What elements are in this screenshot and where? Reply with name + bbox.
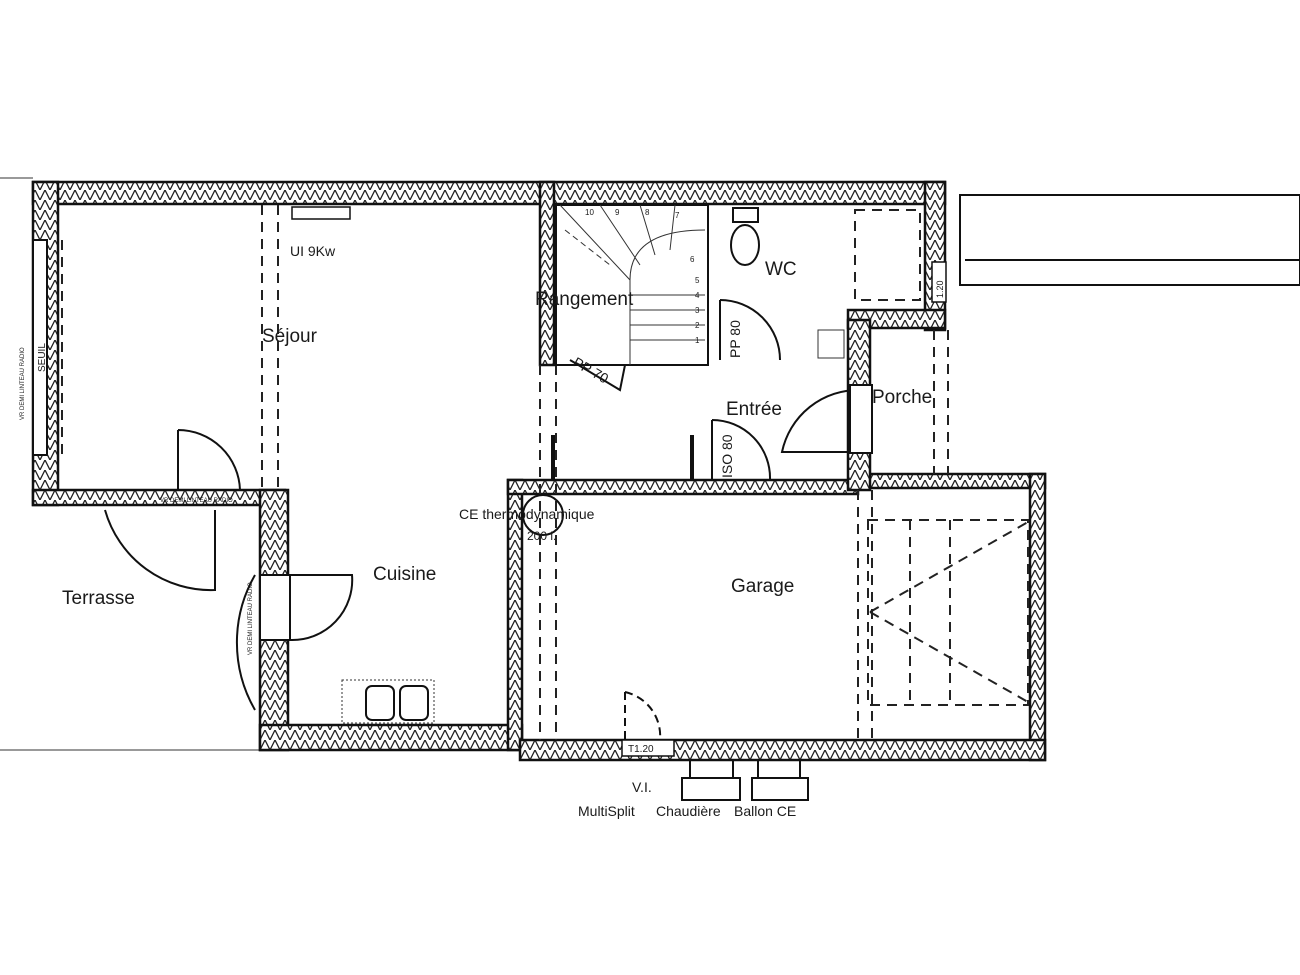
external-units: [681, 760, 809, 801]
room-porche: Porche: [872, 387, 932, 408]
room-garage: Garage: [731, 576, 794, 597]
staircase: [555, 204, 709, 366]
window-seuil: [32, 239, 48, 456]
stair-step-number: 8: [645, 208, 650, 217]
ce-volume-label: 200 l.: [527, 529, 556, 543]
water-heater-icon: [522, 494, 564, 536]
kitchen-door-left: [235, 574, 256, 711]
stair-step-number: 9: [615, 208, 620, 217]
vr-label: VR DEMI LINTEAU RADIO: [248, 582, 254, 655]
iso80-label: ISO 80: [719, 434, 735, 478]
entrance-door: [780, 388, 861, 453]
room-entree: Entrée: [726, 399, 782, 420]
stair-step-number: 4: [695, 291, 700, 300]
vr-label: VR DEMI LINTEAU RADIO: [160, 498, 233, 504]
vi-label: V.I.: [632, 779, 652, 795]
room-wc: WC: [765, 259, 797, 280]
door-pp80: [719, 299, 781, 361]
toilet-icon: [730, 224, 760, 266]
chaudiere-label: Chaudière: [656, 803, 721, 819]
stair-step-number: 2: [695, 321, 700, 330]
vr-label: VR DEMI LINTEAU RADIO: [20, 347, 26, 420]
stair-step-number: 3: [695, 306, 700, 315]
dashed-lines: [261, 205, 1029, 740]
pp70-label: PP 70: [571, 354, 612, 387]
room-sejour: Séjour: [262, 326, 318, 347]
external-element: [959, 194, 1300, 286]
bay-door: [104, 509, 216, 592]
ui-label: UI 9Kw: [290, 243, 336, 259]
terrace-door: [177, 429, 242, 491]
kitchen-door-right: [289, 574, 354, 642]
pp80-label: PP 80: [727, 320, 743, 358]
stair-step-number: 1: [695, 336, 700, 345]
room-terrasse: Terrasse: [62, 588, 135, 609]
ui-unit: [291, 206, 351, 220]
room-cuisine: Cuisine: [373, 564, 436, 585]
door-pp70: [569, 359, 626, 392]
seuil-label: SEUIL: [37, 343, 48, 372]
window-size-label: 1.20: [935, 280, 945, 298]
ballon-ce-label: Ballon CE: [734, 803, 796, 819]
stair-step-number: 5: [695, 276, 700, 285]
garage-door: [624, 691, 662, 741]
ce-label: CE thermodynamique: [459, 506, 595, 522]
multisplit-label: MultiSplit: [578, 803, 635, 819]
stair-step-number: 6: [690, 255, 695, 264]
room-rangement: Rangement: [535, 289, 634, 310]
window-size-label: T1.20: [628, 744, 654, 755]
door-iso80: [711, 419, 772, 481]
kitchen-sink: [341, 679, 435, 724]
shower: [854, 209, 921, 301]
stair-step-number: 7: [675, 211, 680, 220]
stair-step-number: 10: [585, 208, 594, 217]
